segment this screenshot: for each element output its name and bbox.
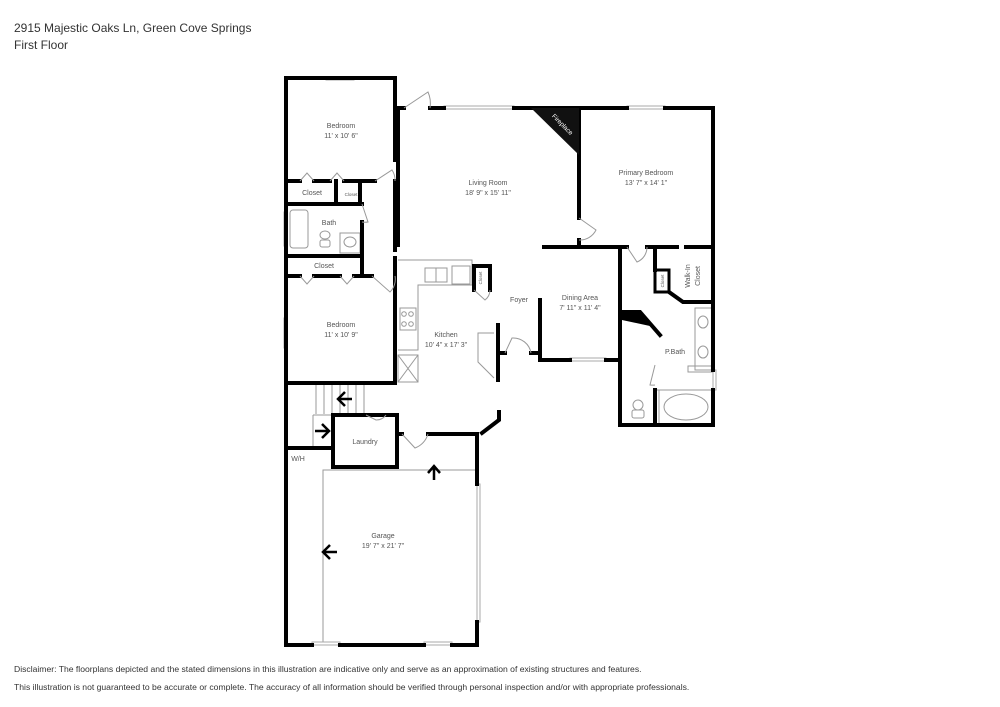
walls — [284, 76, 715, 647]
room-label-closet-mid: Closet — [314, 263, 334, 270]
room-dims-bedroom-mid: 11' x 10' 9" — [324, 332, 358, 339]
room-label-water-heater: W/H — [291, 456, 305, 463]
garage-slab-outline — [322, 469, 477, 645]
room-label-laundry: Laundry — [352, 439, 378, 446]
room-dims-living-room: 18' 9" x 15' 11" — [465, 190, 511, 197]
room-dims-bedroom-top: 11' x 10' 6" — [324, 133, 358, 140]
room-label-bedroom-mid: Bedroom — [327, 322, 356, 329]
room-label-walk-in-line2: Closet — [695, 266, 702, 286]
pbath-wall-wedge — [622, 312, 650, 326]
room-label-bath: Bath — [322, 220, 337, 227]
room-dims-kitchen: 10' 4" x 17' 3" — [425, 342, 468, 349]
room-label-closet-small-top: Closet — [345, 192, 359, 197]
direction-arrows — [315, 391, 441, 560]
room-label-foyer: Foyer — [510, 297, 529, 304]
disclaimer-line-1: Disclaimer: The floorplans depicted and … — [14, 664, 642, 674]
room-label-pbath: P.Bath — [665, 349, 685, 356]
door-swings — [299, 91, 656, 449]
pbath-fixtures — [631, 307, 715, 425]
room-label-walk-in-line1: Walk-In — [685, 264, 692, 288]
room-label-bedroom-top: Bedroom — [327, 123, 356, 130]
room-label-kitchen: Kitchen — [434, 332, 457, 339]
room-label-kitchen-closet: Closet — [478, 271, 483, 285]
property-address: 2915 Majestic Oaks Ln, Green Cove Spring… — [14, 21, 252, 35]
disclaimer-line-2: This illustration is not guaranteed to b… — [14, 682, 690, 692]
floor-label: First Floor — [14, 38, 68, 52]
room-label-primary-bedroom: Primary Bedroom — [619, 170, 674, 177]
room-label-closet-top: Closet — [302, 190, 322, 197]
bath-fixtures — [289, 209, 361, 254]
room-dims-dining-area: 7' 11" x 11' 4" — [559, 305, 601, 312]
room-label-garage: Garage — [371, 533, 394, 540]
room-label-pbath-closet: Closet — [660, 274, 665, 288]
kitchen-counters — [397, 259, 495, 383]
fireplace: Fireplace — [531, 108, 579, 155]
room-dims-garage: 19' 7" x 21' 7" — [362, 543, 405, 550]
room-dims-primary-bedroom: 13' 7" x 14' 1" — [625, 180, 668, 187]
stairs — [312, 384, 365, 448]
room-label-living-room: Living Room — [469, 180, 508, 187]
room-label-dining-area: Dining Area — [562, 295, 598, 302]
